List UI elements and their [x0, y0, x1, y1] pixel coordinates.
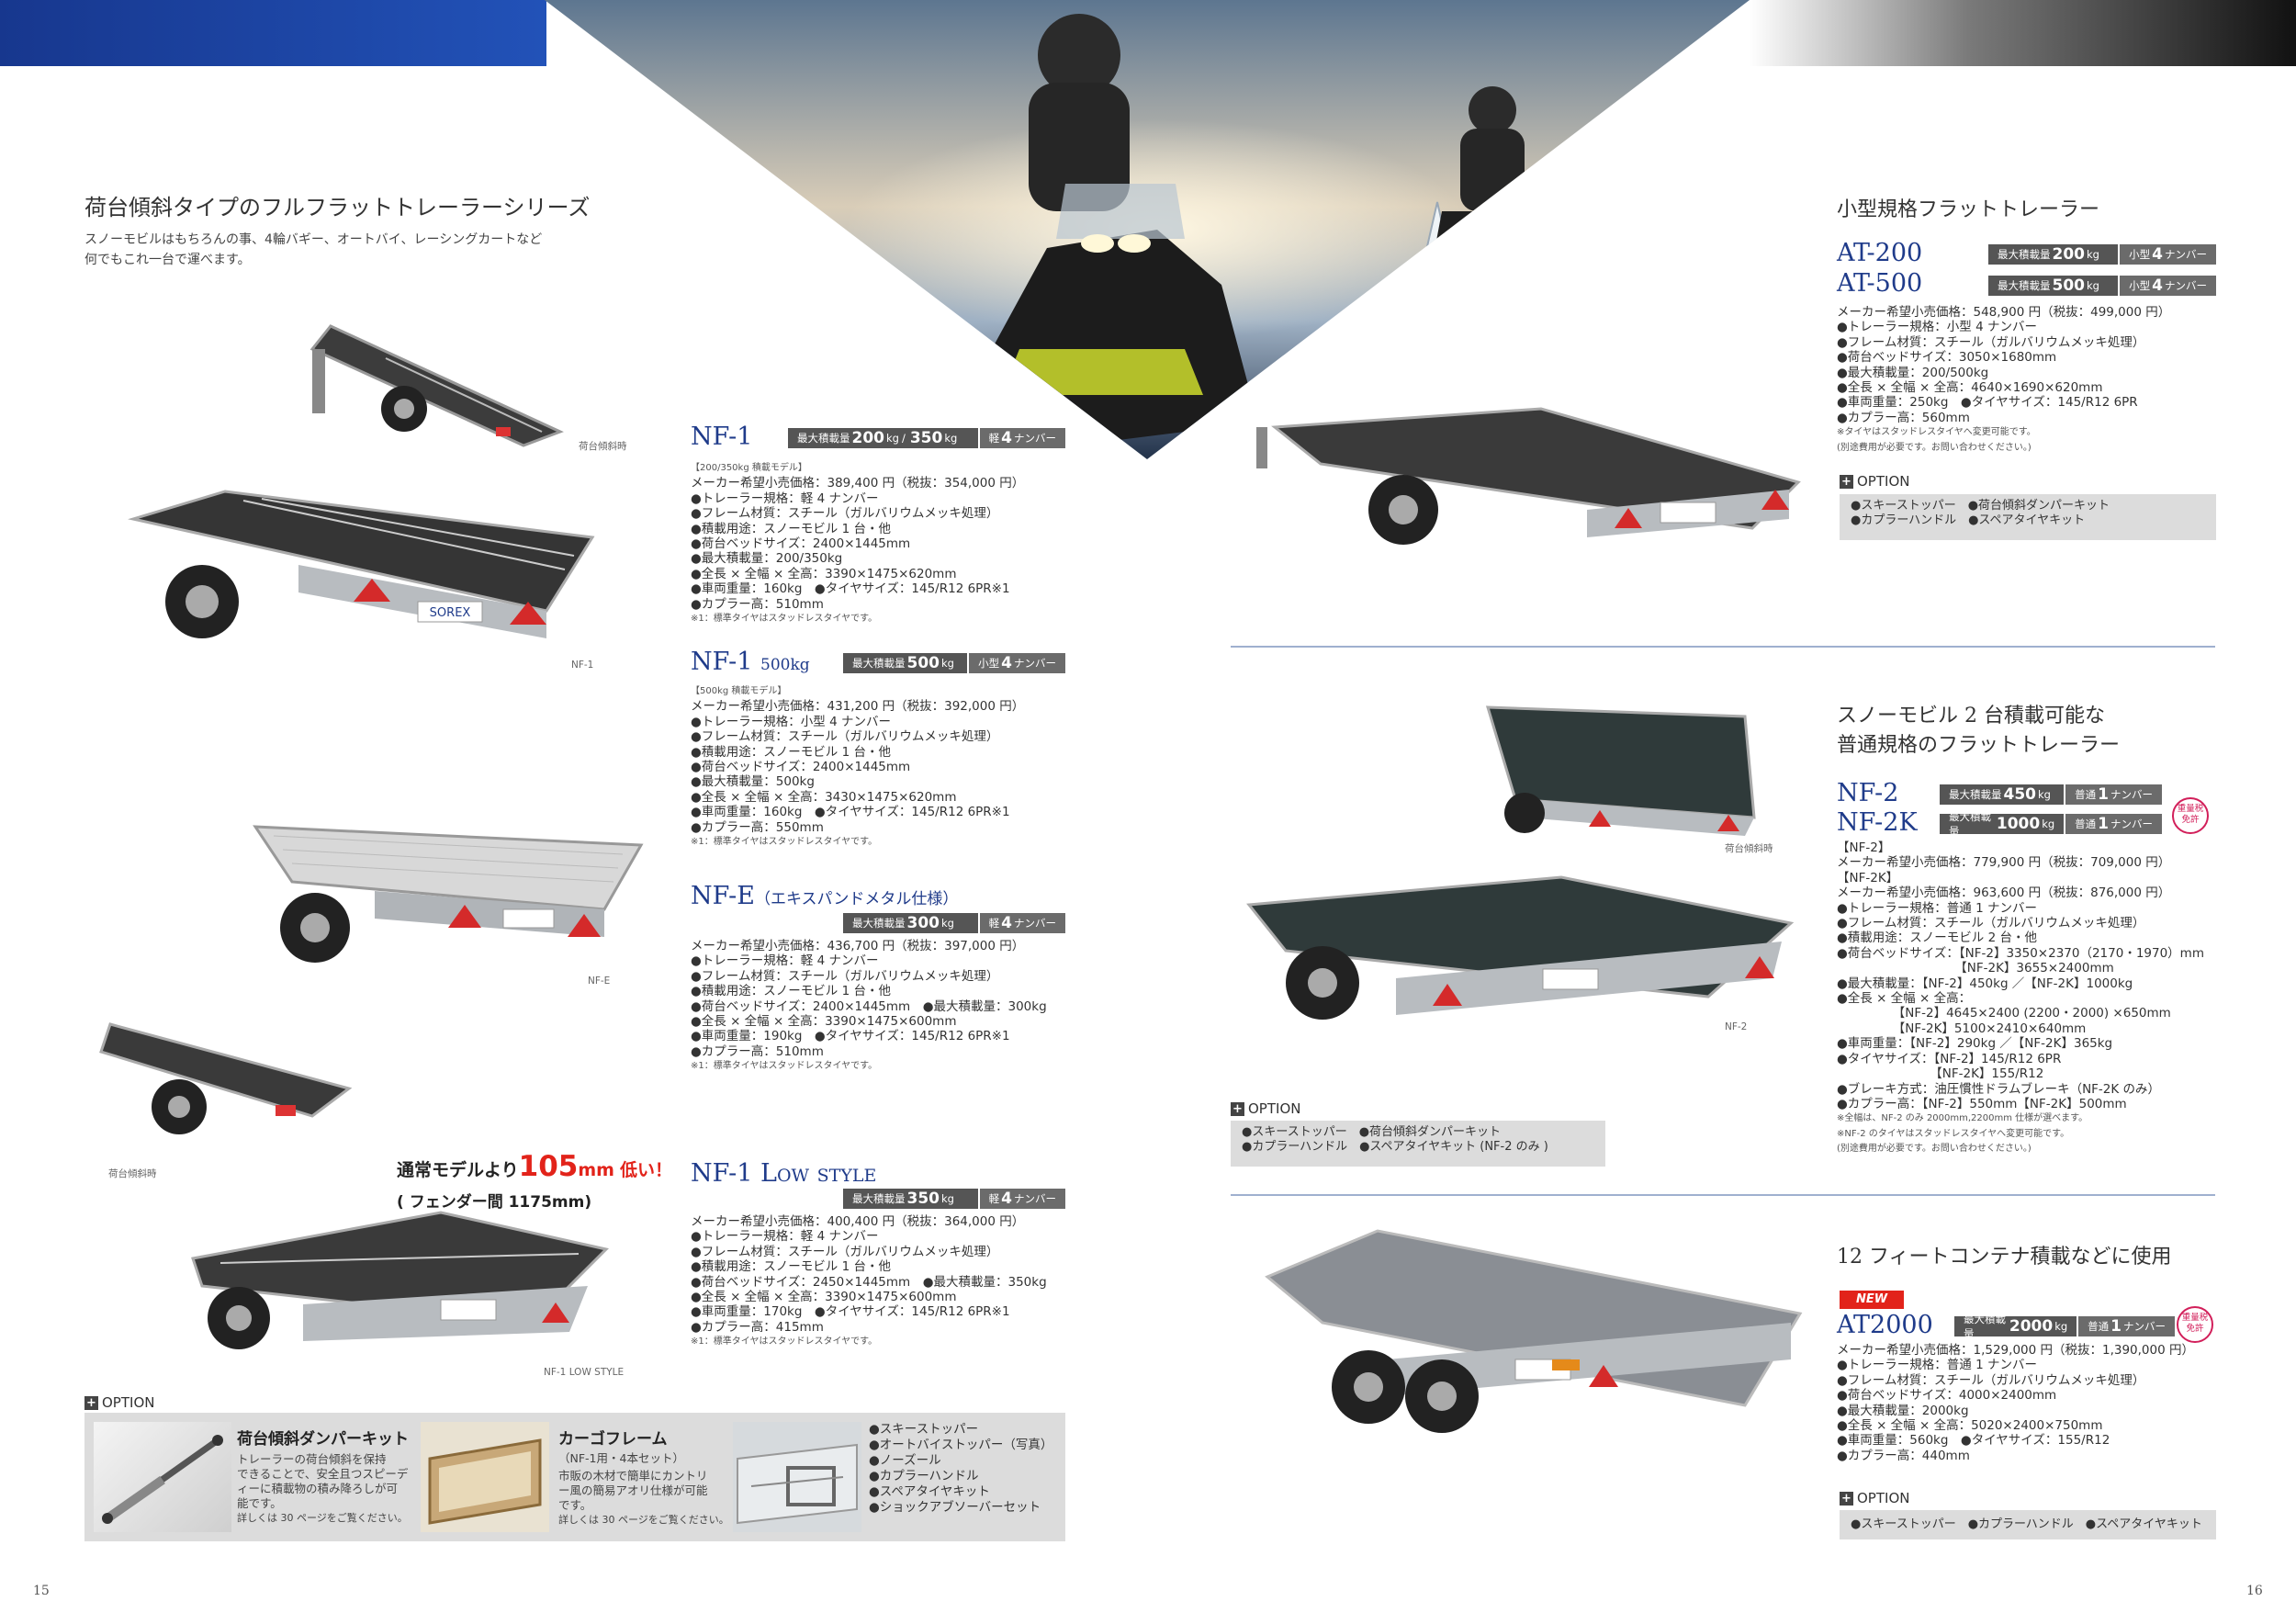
left-option-label: +OPTION: [84, 1394, 154, 1411]
nf1ls-spec-list: メーカー希望小売価格：400,400 円（税抜：364,000 円） ●トレーラ…: [691, 1214, 1047, 1348]
nf2-model: NF-2: [1837, 779, 1899, 807]
left-heading: 荷台傾斜タイプのフルフラットトレーラーシリーズ: [84, 195, 591, 220]
nf2-spec-list: 【NF-2】 メーカー希望小売価格：779,900 円（税抜：709,000 円…: [1837, 840, 2204, 1155]
at-option-label: +OPTION: [1840, 473, 1909, 490]
nf2-option-box: ●スキーストッパー ●荷台傾斜ダンパーキット ●カプラーハンドル ●スペアタイヤ…: [1231, 1121, 1605, 1167]
left-option-panel: [84, 1413, 1065, 1541]
plus-icon: +: [1840, 474, 1853, 489]
sec1-title: 小型規格フラットトレーラー: [1837, 198, 2100, 221]
caption-nf2: NF-2: [1725, 1021, 1748, 1032]
at-trailer-image: [1256, 407, 1801, 545]
at2000-spec-list: メーカー希望小売価格：1,529,000 円（税抜：1,390,000 円） ●…: [1837, 1343, 2194, 1463]
at500-model: AT-500: [1837, 269, 1923, 298]
caption-tilt1: 荷台傾斜時: [579, 441, 627, 452]
cargo-frame-info: カーゴフレーム （NF-1用・4本セット） 市販の木材で簡単にカントリ ー風の簡…: [558, 1430, 729, 1526]
divider-1: [1231, 646, 2215, 648]
new-label: NEW: [1840, 1291, 1904, 1309]
sec3-title: 12 フィートコンテナ積載などに使用: [1837, 1246, 2172, 1269]
nf1-model: NF-1: [691, 423, 753, 451]
plus-icon: +: [1231, 1101, 1244, 1116]
nf2-tilted-trailer-image: [1485, 705, 1756, 836]
nfe-trailer-image: [253, 825, 644, 963]
plus-icon: +: [1840, 1491, 1853, 1506]
sec2-title: スノーモビル 2 台積載可能な 普通規格のフラットトレーラー: [1837, 705, 2121, 757]
nf1ls-trailer-image: [191, 1211, 609, 1349]
license-badge-at2000: 重量税免許: [2177, 1306, 2213, 1343]
nf2-option-label: +OPTION: [1231, 1100, 1300, 1117]
svg-text:SOREX: SOREX: [430, 606, 471, 620]
at2000-option-box: ●スキーストッパー ●カプラーハンドル ●スペアタイヤキット: [1840, 1510, 2216, 1539]
page-number-right: 16: [2246, 1584, 2263, 1598]
at-option-box: ●スキーストッパー ●荷台傾斜ダンパーキット ●カプラーハンドル ●スペアタイヤ…: [1840, 494, 2216, 540]
divider-2: [1231, 1194, 2215, 1196]
caption-nfe: NF-E: [588, 976, 611, 987]
cargo-frame-photo: [421, 1422, 549, 1532]
nf1-tilted-trailer-image: [310, 324, 564, 447]
caption-tilt2: 荷台傾斜時: [108, 1168, 157, 1179]
nfe-model: NF-E（エキスパンドメタル仕様）: [691, 882, 959, 910]
nf2k-model: NF-2K: [1837, 808, 1918, 837]
nf1-500-spec-list: 【500kg 積載モデル】 メーカー希望小売価格：431,200 円（税抜：39…: [691, 686, 1025, 848]
nfe-spec-list: メーカー希望小売価格：436,700 円（税抜：397,000 円） ●トレーラ…: [691, 939, 1047, 1072]
top-blue-band: [0, 0, 546, 66]
caption-nf2-tilt: 荷台傾斜時: [1725, 843, 1773, 854]
left-intro: スノーモビルはもちろんの事、4輪バギー、オートバイ、レーシングカートなど 何でも…: [84, 232, 543, 267]
caption-nf1: NF-1: [571, 660, 594, 671]
nf2-trailer-image: [1246, 875, 1795, 1020]
nf1ls-tilted-trailer-image: [99, 1022, 353, 1134]
page-number-left: 15: [33, 1584, 50, 1598]
nf1-500-model: NF-1 500kg: [691, 648, 810, 676]
plus-icon: +: [84, 1395, 98, 1410]
at2000-trailer-image: [1265, 1229, 1803, 1433]
nf1-spec-list: 【200/350kg 積載モデル】 メーカー希望小売価格：389,400 円（税…: [691, 463, 1025, 625]
top-dark-band: [1750, 0, 2296, 66]
at-spec-list: メーカー希望小売価格：548,900 円（税抜：499,000 円） ●トレーラ…: [1837, 305, 2171, 453]
caption-nf1ls: NF-1 LOW STYLE: [544, 1367, 625, 1378]
at2000-model: AT2000: [1837, 1311, 1933, 1339]
hero-photo: [545, 0, 1750, 459]
damper-kit-photo: [94, 1422, 231, 1532]
damper-kit-info: 荷台傾斜ダンパーキット トレーラーの荷台傾斜を保持 できることで、安全且つスピー…: [237, 1430, 409, 1524]
nf1-trailer-image: SOREX: [128, 490, 595, 638]
license-badge-nf2: 重量税免許: [2172, 797, 2209, 834]
at200-model: AT-200: [1837, 239, 1923, 267]
left-option-list: ●スキーストッパー ●オートバイストッパー（写真） ●ノーズール ●カプラーハン…: [869, 1422, 1053, 1515]
at2000-option-label: +OPTION: [1840, 1490, 1909, 1506]
nf1ls-model: NF-1 Low style: [691, 1159, 877, 1188]
motorbike-stopper-photo: [733, 1422, 861, 1532]
